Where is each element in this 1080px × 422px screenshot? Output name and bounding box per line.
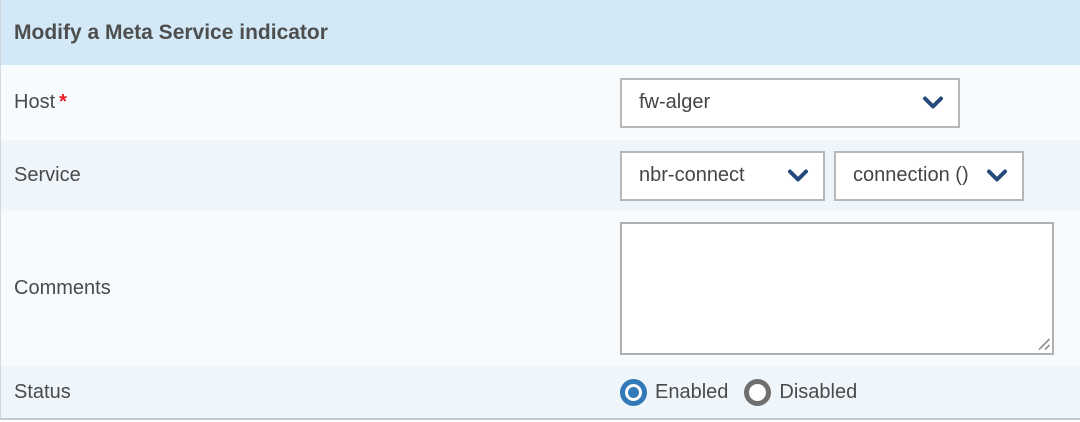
host-select[interactable]: fw-alger (620, 77, 960, 128)
host-row: Host* fw-alger (1, 65, 1080, 140)
chevron-down-icon (923, 96, 943, 108)
status-radio-group: Enabled Disabled (620, 378, 858, 406)
radio-selected-icon[interactable] (620, 378, 647, 406)
host-label: Host* (14, 91, 67, 113)
chevron-down-icon (987, 169, 1007, 181)
status-enabled-option[interactable]: Enabled (620, 378, 729, 406)
comments-row: Comments (1, 211, 1080, 366)
metric-select[interactable]: connection () (834, 150, 1024, 201)
page-title: Modify a Meta Service indicator (14, 20, 328, 44)
comments-textarea-wrap (620, 222, 1054, 355)
status-disabled-label: Disabled (779, 380, 858, 403)
chevron-down-icon (788, 169, 808, 181)
service-row: Service nbr-connect connection () (1, 140, 1080, 211)
status-disabled-option[interactable]: Disabled (744, 378, 858, 406)
status-label: Status (14, 380, 71, 403)
service-select-value: nbr-connect (639, 164, 745, 186)
comments-textarea[interactable] (620, 222, 1054, 355)
host-select-value: fw-alger (639, 91, 711, 113)
status-enabled-label: Enabled (655, 380, 729, 403)
service-select[interactable]: nbr-connect (620, 150, 825, 201)
comments-label: Comments (14, 277, 111, 299)
form-title-bar: Modify a Meta Service indicator (1, 0, 1080, 65)
service-label: Service (14, 164, 81, 186)
status-row: Status Enabled Disabled (1, 366, 1080, 418)
radio-unselected-icon[interactable] (744, 378, 772, 406)
required-asterisk: * (59, 91, 67, 113)
metric-select-value: connection () (853, 164, 969, 186)
